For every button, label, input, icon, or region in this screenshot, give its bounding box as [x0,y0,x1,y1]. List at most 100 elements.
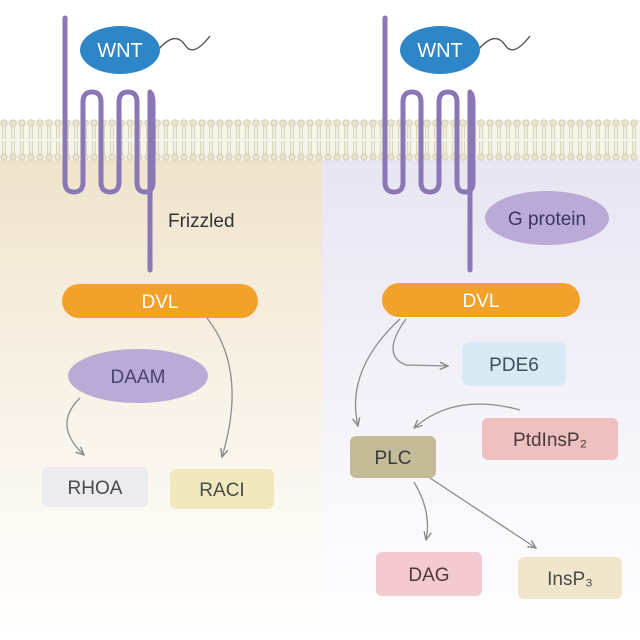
ptdinsp2-node [482,418,618,460]
lipid-head [126,119,134,127]
lipid-head [162,153,170,161]
lipid-head [108,119,116,127]
lipid-head [261,119,269,127]
lipid-head [567,153,575,161]
wnt-ligand-tail-icon [157,35,211,51]
lipid-head [567,119,575,127]
lipid-head [423,119,431,127]
lipid-head [495,153,503,161]
daam-label: DAAM [111,367,166,388]
rac1-label: RACI [199,480,244,501]
lipid-head [360,153,368,161]
lipid-head [405,153,413,161]
lipid-head [279,153,287,161]
lipid-head [216,153,224,161]
lipid-head [612,119,620,127]
lipid-head [189,119,197,127]
lipid-head [36,153,44,161]
wnt-ligand-left [80,26,160,74]
lipid-head [18,153,26,161]
lipid-head [234,153,242,161]
lipid-head [9,119,17,127]
lipid-head [477,153,485,161]
lipid-head [603,153,611,161]
lipid-head [486,119,494,127]
lipid-head [45,119,53,127]
dag-node [376,552,482,596]
dvl-label-left: DVL [142,292,179,313]
lipid-head [171,119,179,127]
lipid-head [288,153,296,161]
lipid-head [585,119,593,127]
lipid-head [27,153,35,161]
lipid-head [108,153,116,161]
lipid-head [531,153,539,161]
arrow-plc-to-dag [413,481,428,540]
lipid-head [387,119,395,127]
ptdinsp2-label: PtdInsP₂ [513,430,587,451]
lipid-head [90,119,98,127]
lipid-head [324,153,332,161]
lipid-head [594,119,602,127]
pde6-node [462,342,566,386]
g-protein-label: G protein [508,209,586,230]
wnt-ligand-right [400,26,480,74]
lipid-head [171,153,179,161]
lipid-head [549,153,557,161]
lipid-head [225,119,233,127]
lipid-head [9,153,17,161]
dag-label: DAG [408,565,449,586]
lipid-head [306,153,314,161]
lipid-head [297,119,305,127]
lipid-head [180,119,188,127]
lipid-head [558,153,566,161]
lipid-head [243,119,251,127]
lipid-head [198,153,206,161]
dvl-bar-right [382,283,580,317]
arrow-daam-to-rhoa [66,397,84,455]
lipid-head [216,119,224,127]
arrow-dvl-to-pde6 [392,318,448,366]
lipid-head [333,153,341,161]
lipid-head [459,119,467,127]
receptor-right [382,15,476,273]
wnt-ligand-tail-icon [477,35,531,51]
lipid-head [261,153,269,161]
lipid-head [594,153,602,161]
lipid-head [198,119,206,127]
arrow-dvl-to-plc [356,318,401,426]
lipid-head [180,153,188,161]
lipid-head [54,153,62,161]
lipid-head [18,119,26,127]
lipid-head [441,119,449,127]
lipid-head [315,119,323,127]
lipid-head [621,119,629,127]
lipid-head [333,119,341,127]
lipid-head [513,153,521,161]
lipid-head [522,153,530,161]
lipid-head [234,119,242,127]
rac1-node [170,469,274,509]
frizzled-label: Frizzled [168,211,235,232]
lipid-head [576,153,584,161]
lipid-head [27,119,35,127]
lipid-head [45,153,53,161]
lipid-head [369,119,377,127]
lipid-head [72,119,80,127]
arrow-plc-to-insp3 [429,477,536,548]
lipid-head [0,119,8,127]
lipid-head [252,153,260,161]
lipid-head [252,119,260,127]
lipid-head [522,119,530,127]
lipid-head [351,153,359,161]
dvl-bar-left [62,284,258,318]
lipid-head [612,153,620,161]
lipid-head [324,119,332,127]
lipid-head [36,119,44,127]
lipid-head [540,153,548,161]
lipid-head [342,119,350,127]
lipid-head [72,153,80,161]
lipid-head [441,153,449,161]
